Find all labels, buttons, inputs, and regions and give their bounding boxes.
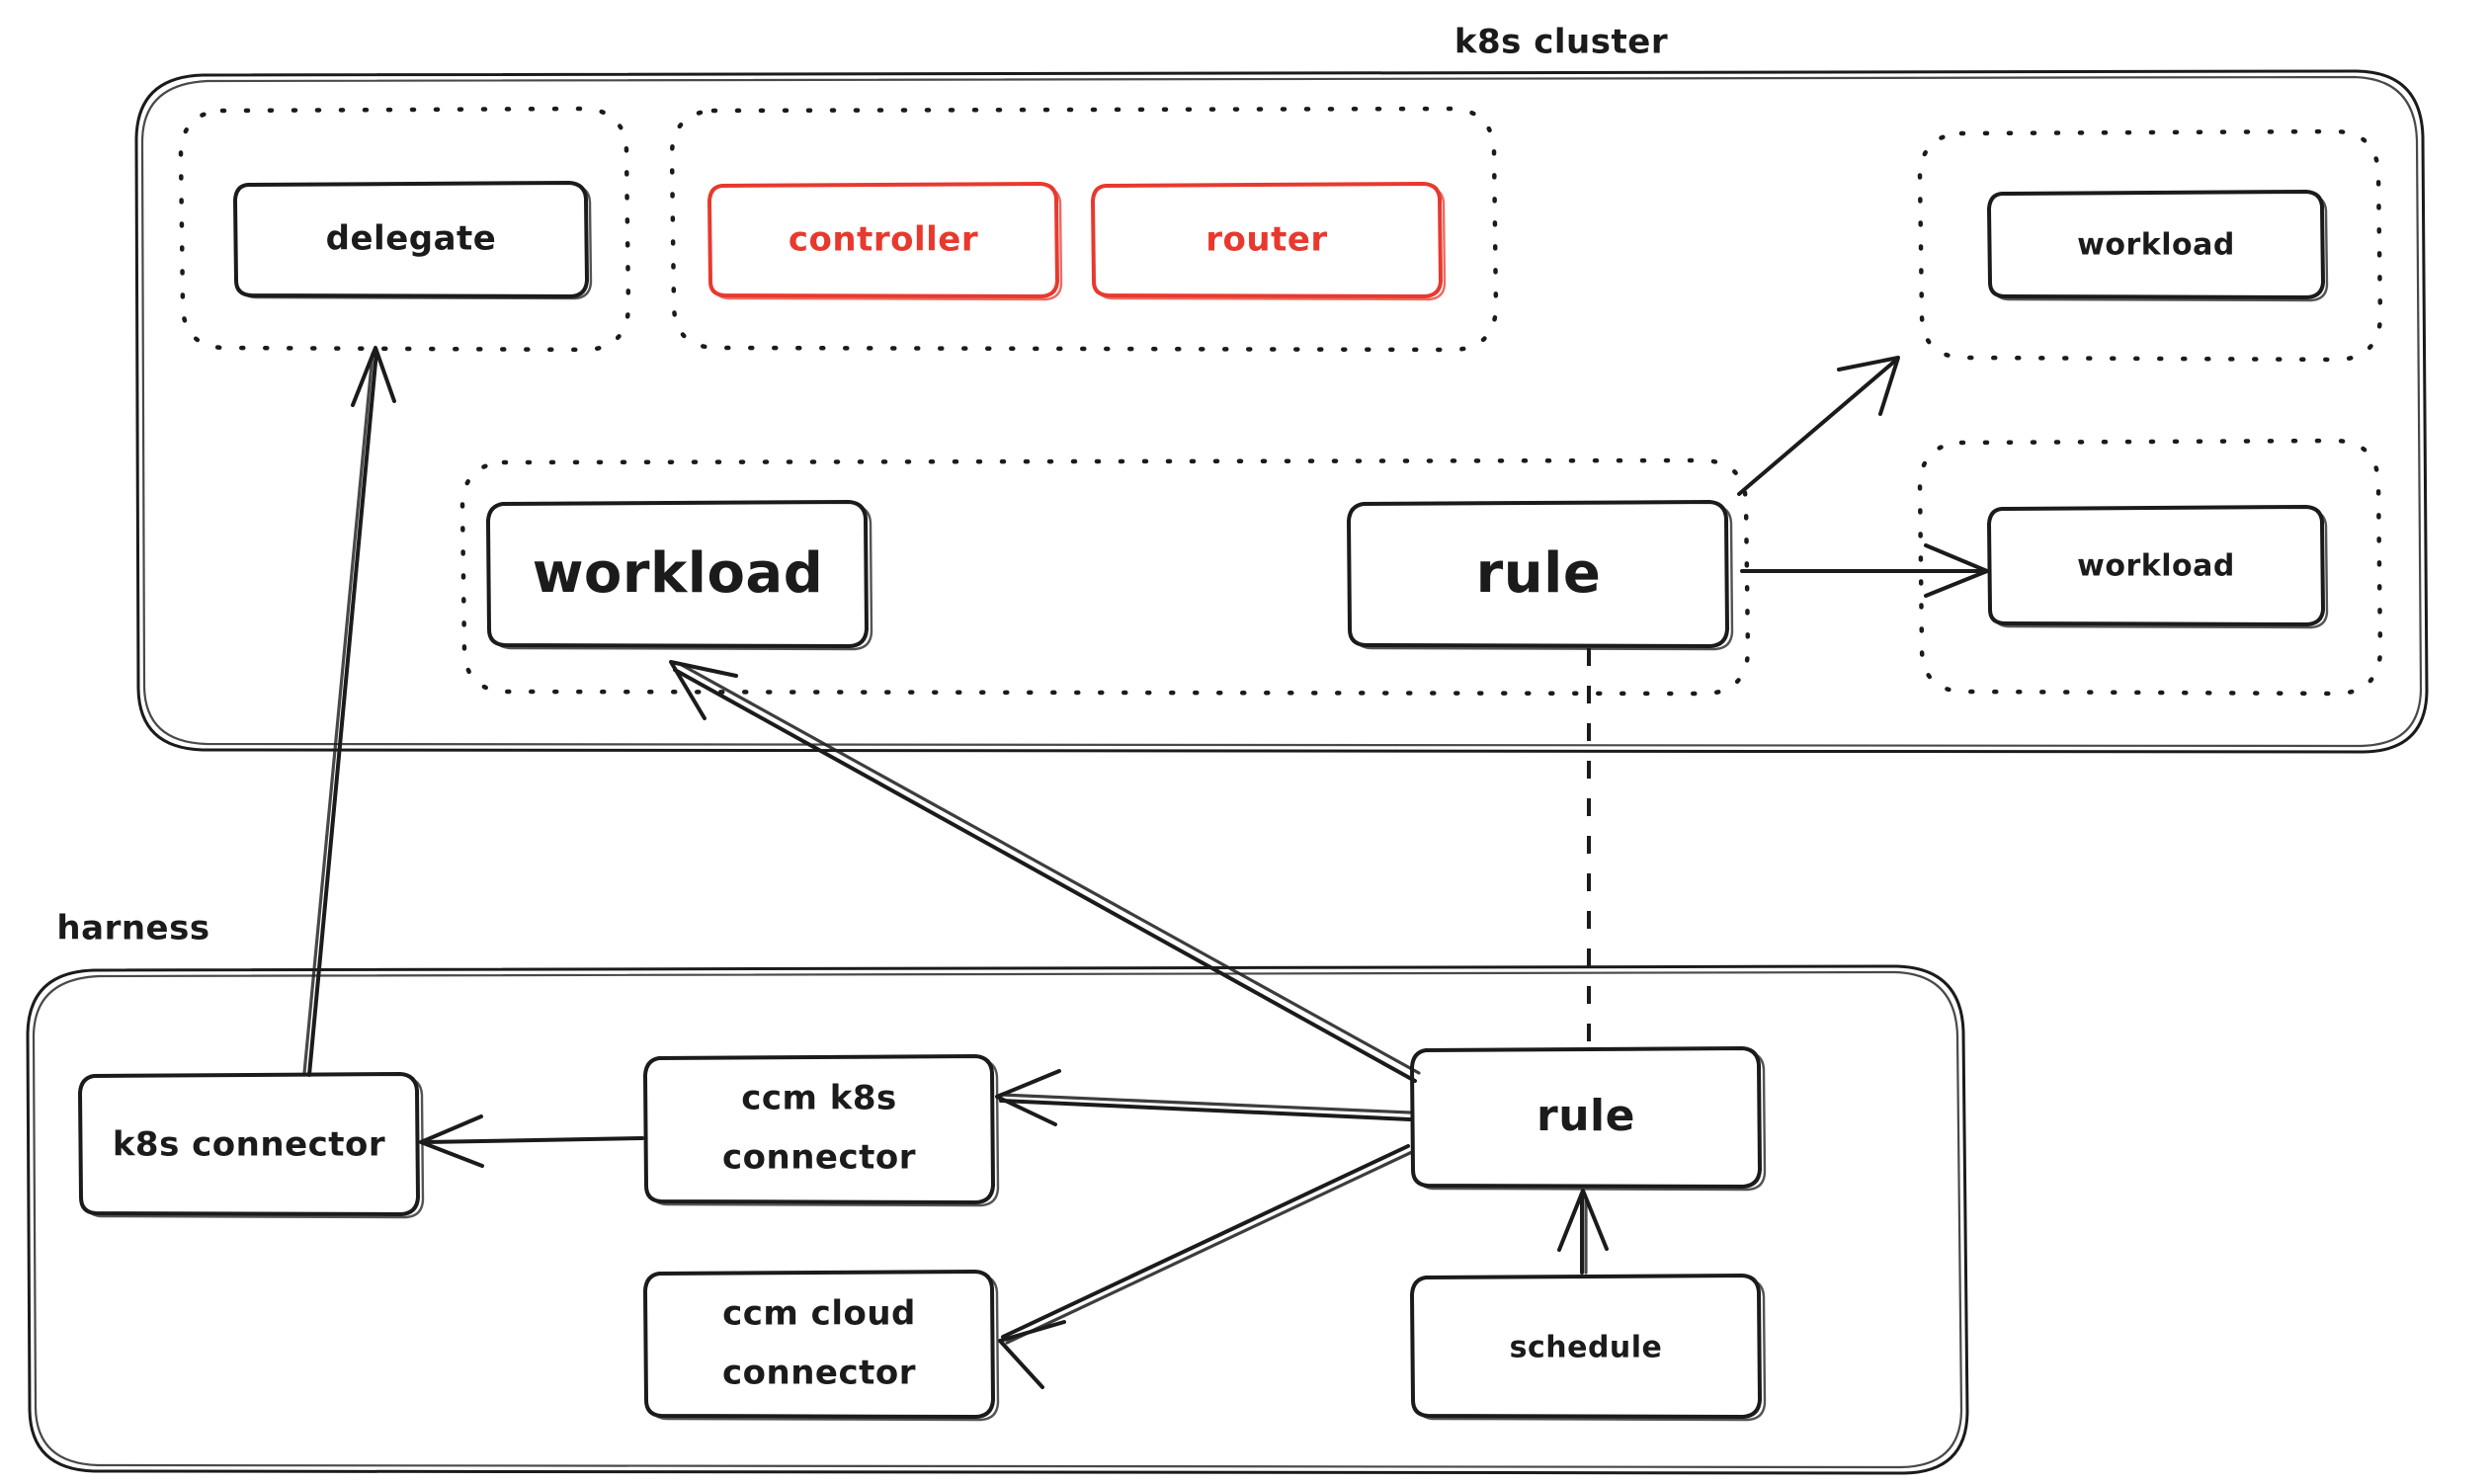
harness-container: harness [26, 909, 1969, 1475]
node-workload-main-label: workload [533, 541, 824, 606]
node-workload-mid-right[interactable]: workload [1987, 505, 2329, 629]
node-rule-harness-label: rule [1536, 1091, 1635, 1141]
delegate-group [178, 106, 631, 353]
edge-rulecluster-to-workload-topright [1737, 356, 1900, 496]
node-ccm-cloud-connector-label-line1: ccm cloud [722, 1294, 916, 1334]
k8s-cluster-label: k8s cluster [1454, 23, 1668, 62]
node-ccm-k8s-connector-label-line1: ccm k8s [741, 1079, 897, 1118]
node-workload-top-right[interactable]: workload [1987, 190, 2329, 302]
k8s-cluster-container: k8s cluster [134, 23, 2429, 754]
edge-rule-to-workload-main [669, 660, 1421, 1083]
edge-ccmk8s-to-k8sconnector [419, 1114, 644, 1168]
node-controller[interactable]: controller [707, 182, 1063, 301]
node-delegate[interactable]: delegate [233, 181, 593, 300]
edge-schedule-to-rule [1557, 1189, 1609, 1275]
node-delegate-label: delegate [326, 219, 497, 259]
node-ccm-k8s-connector-label-line2: connector [722, 1138, 916, 1178]
edge-rule-to-ccmcloud [998, 1144, 1414, 1389]
edge-rule-to-ccmk8s [995, 1069, 1412, 1126]
node-k8s-connector[interactable]: k8s connector [78, 1072, 425, 1219]
node-workload-mid-right-label: workload [2077, 549, 2235, 584]
node-rule-harness[interactable]: rule [1410, 1046, 1767, 1192]
node-controller-label: controller [789, 220, 978, 260]
harness-label: harness [56, 909, 209, 948]
edge-k8sconnector-to-delegate [302, 346, 396, 1077]
node-router-label: router [1205, 220, 1327, 260]
control-plane-group [669, 106, 1499, 353]
node-ccm-cloud-connector-label-line2: connector [722, 1354, 916, 1393]
node-ccm-k8s-connector[interactable]: ccm k8s connector [643, 1054, 1000, 1207]
node-rule-cluster-label: rule [1476, 541, 1602, 606]
node-schedule[interactable]: schedule [1410, 1274, 1767, 1422]
node-ccm-cloud-connector[interactable]: ccm cloud connector [643, 1270, 1000, 1422]
node-router[interactable]: router [1091, 182, 1447, 301]
node-schedule-label: schedule [1510, 1331, 1663, 1365]
edge-rulecluster-to-workload-midright [1740, 543, 1989, 598]
node-workload-top-right-label: workload [2077, 228, 2235, 263]
node-workload-main[interactable]: workload [486, 500, 873, 651]
node-k8s-connector-label: k8s connector [113, 1125, 385, 1165]
node-rule-cluster[interactable]: rule [1347, 500, 1734, 651]
